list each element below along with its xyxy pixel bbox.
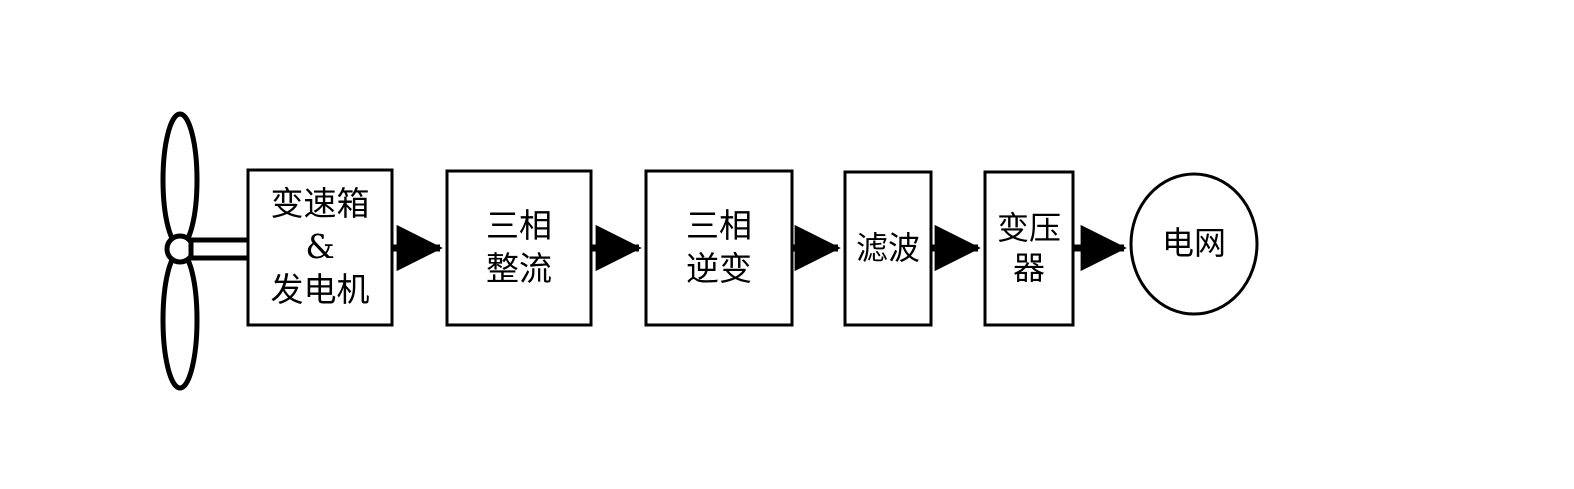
turbine-blade-lower-icon	[160, 249, 200, 391]
transformer-block[interactable]	[983, 170, 1075, 327]
power-grid-node[interactable]	[1129, 172, 1259, 316]
three-phase-inverter-block[interactable]	[644, 169, 794, 327]
gearbox-generator-block[interactable]	[246, 168, 394, 327]
three-phase-rectifier-block[interactable]	[445, 169, 593, 327]
turbine-blade-upper-icon	[160, 111, 200, 249]
shaft-turbine-to-gearbox	[188, 237, 253, 261]
filter-block[interactable]	[843, 170, 933, 327]
wind-turbine-rotor	[160, 111, 253, 391]
